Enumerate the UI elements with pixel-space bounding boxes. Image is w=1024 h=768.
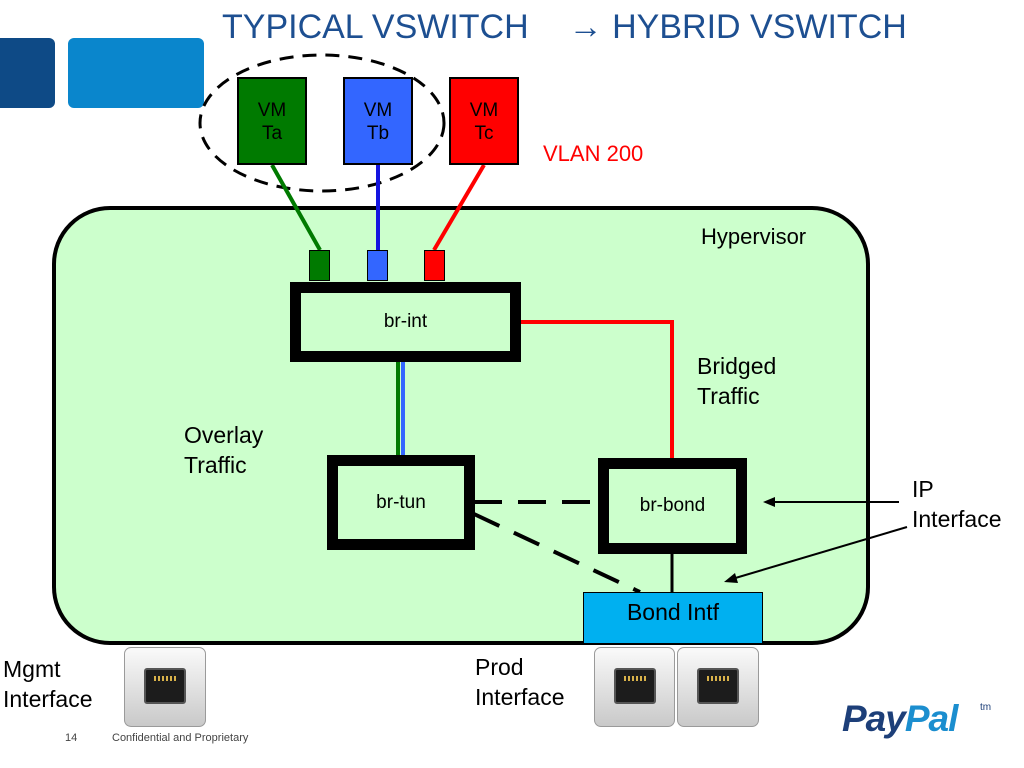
bond-intf-box: Bond Intf: [583, 592, 763, 644]
port-tc: [424, 250, 445, 281]
prod-ethernet-port-1-icon: [594, 647, 675, 727]
overlay-traffic-line1: Overlay: [184, 422, 264, 448]
vm-tc-link: [432, 163, 486, 252]
ip-interface-label: IP Interface: [912, 474, 1002, 534]
title-arrow-icon: →: [568, 8, 603, 46]
vm-tc-line1: VM: [469, 100, 499, 121]
vm-ta-line2: Ta: [261, 123, 283, 144]
arrowhead-br-bond-icon: [763, 497, 775, 507]
decor-square-light: [68, 38, 204, 108]
bond-intf-label: Bond Intf: [626, 599, 720, 625]
vm-tb: VM Tb: [343, 77, 413, 165]
overlay-traffic-line2: Traffic: [184, 452, 247, 478]
mgmt-ethernet-port-icon: [124, 647, 206, 727]
bridged-traffic-label: Bridged Traffic: [697, 351, 776, 411]
vm-tb-line2: Tb: [366, 123, 390, 144]
br-bond-label: br-bond: [639, 495, 706, 516]
vm-ta-line1: VM: [257, 100, 287, 121]
logo-pay: Pay: [842, 698, 906, 739]
vm-tc: VM Tc: [449, 77, 519, 165]
br-tun-to-bond-intf-dashed-link: [473, 512, 641, 594]
vm-group-dashed-ellipse: [198, 53, 446, 193]
port-ta: [309, 250, 330, 281]
ip-to-bond-intf-arrow: [731, 526, 908, 580]
mgmt-interface-label: Mgmt Interface: [3, 654, 93, 714]
br-int-label: br-int: [383, 311, 428, 332]
hypervisor-label: Hypervisor: [701, 224, 807, 249]
br-tun-box: br-tun: [327, 455, 475, 550]
ip-interface-line2: Interface: [912, 506, 1002, 532]
decor-square-dark: [0, 38, 55, 108]
ip-interface-line1: IP: [912, 476, 934, 502]
mgmt-interface-line1: Mgmt: [3, 656, 61, 682]
port-tb: [367, 250, 388, 281]
vm-tb-line1: VM: [363, 100, 393, 121]
prod-interface-line2: Interface: [475, 684, 565, 710]
vm-tc-line2: Tc: [474, 123, 494, 144]
title-right: HYBRID VSWITCH: [612, 8, 907, 46]
br-int-to-br-bond-link: [519, 320, 674, 461]
logo-pal: Pal: [904, 698, 959, 739]
arrowhead-bond-intf-icon: [724, 573, 738, 583]
bridged-traffic-line1: Bridged: [697, 353, 777, 379]
vm-ta-link: [270, 164, 322, 251]
paypal-logo: PayPal: [842, 698, 959, 740]
prod-ethernet-port-2-icon: [677, 647, 759, 727]
prod-interface-line1: Prod: [475, 654, 524, 680]
confidential-note: Confidential and Proprietary: [112, 732, 249, 744]
br-bond-box: br-bond: [598, 458, 747, 554]
mgmt-interface-line2: Interface: [3, 686, 93, 712]
title-left: TYPICAL VSWITCH: [222, 8, 529, 46]
logo-trademark: tm: [980, 702, 992, 713]
bridged-traffic-line2: Traffic: [697, 383, 760, 409]
prod-interface-label: Prod Interface: [475, 652, 565, 712]
br-int-box: br-int: [290, 282, 521, 362]
vm-ta: VM Ta: [237, 77, 307, 165]
slide-title: TYPICAL VSWITCH → HYBRID VSWITCH: [222, 8, 907, 47]
vlan-label: VLAN 200: [543, 141, 644, 166]
overlay-traffic-label: Overlay Traffic: [184, 420, 263, 480]
br-tun-label: br-tun: [376, 492, 426, 513]
page-number: 14: [65, 732, 78, 744]
